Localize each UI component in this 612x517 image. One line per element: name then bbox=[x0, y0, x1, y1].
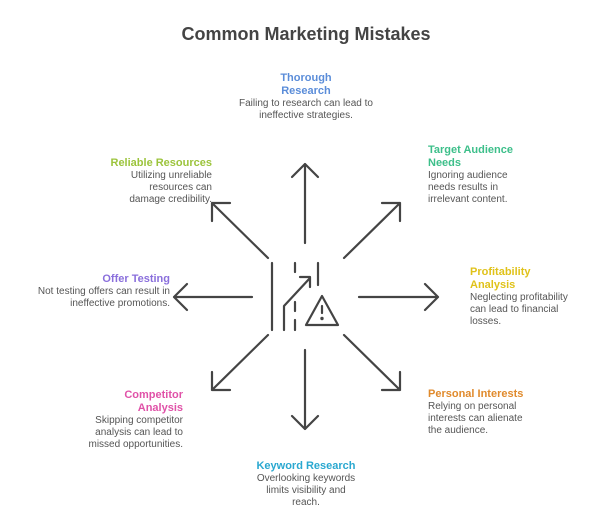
item-heading: Target Audience Needs bbox=[428, 144, 513, 169]
arrow-down-left-icon bbox=[210, 333, 270, 392]
arrow-up-left-icon bbox=[210, 201, 270, 260]
item-offer-testing: Offer Testing Not testing offers can res… bbox=[30, 273, 170, 310]
arrow-down-icon bbox=[290, 348, 320, 431]
item-description: Overlooking keywords limits visibility a… bbox=[256, 473, 356, 508]
item-heading: Profitability Analysis bbox=[470, 266, 531, 291]
item-heading: Competitor Analysis bbox=[124, 389, 183, 414]
item-description: Failing to research can lead to ineffect… bbox=[239, 98, 373, 121]
item-profitability-analysis: Profitability Analysis Neglecting profit… bbox=[470, 266, 580, 328]
item-description: Not testing offers can result in ineffec… bbox=[37, 286, 170, 309]
item-personal-interests: Personal Interests Relying on personal i… bbox=[428, 388, 538, 437]
arrow-right-icon bbox=[357, 282, 440, 312]
item-description: Utilizing unreliable resources can damag… bbox=[129, 170, 212, 205]
road-warning-icon bbox=[270, 261, 340, 332]
item-thorough-research: Thorough Research Failing to research ca… bbox=[236, 72, 376, 122]
item-description: Relying on personal interests can aliena… bbox=[428, 401, 523, 436]
item-heading: Personal Interests bbox=[428, 388, 524, 400]
item-description: Ignoring audience needs results in irrel… bbox=[428, 170, 508, 205]
item-heading: Reliable Resources bbox=[110, 157, 213, 169]
arrow-up-right-icon bbox=[342, 201, 402, 260]
item-heading: Thorough Research bbox=[280, 72, 332, 97]
item-competitor-analysis: Competitor Analysis Skipping competitor … bbox=[73, 389, 184, 451]
item-reliable-resources: Reliable Resources Utilizing unreliable … bbox=[62, 157, 213, 206]
arrow-left-icon bbox=[172, 282, 254, 312]
item-description: Neglecting profitability can lead to fin… bbox=[470, 292, 568, 327]
diagram-title: Common Marketing Mistakes bbox=[181, 24, 431, 44]
item-description: Skipping competitor analysis can lead to… bbox=[88, 415, 184, 450]
arrow-up-icon bbox=[290, 162, 320, 245]
arrow-down-right-icon bbox=[342, 333, 402, 392]
item-heading: Keyword Research bbox=[256, 460, 356, 472]
item-target-audience: Target Audience Needs Ignoring audience … bbox=[428, 144, 528, 206]
item-keyword-research: Keyword Research Overlooking keywords li… bbox=[241, 460, 371, 509]
item-heading: Offer Testing bbox=[102, 273, 170, 285]
